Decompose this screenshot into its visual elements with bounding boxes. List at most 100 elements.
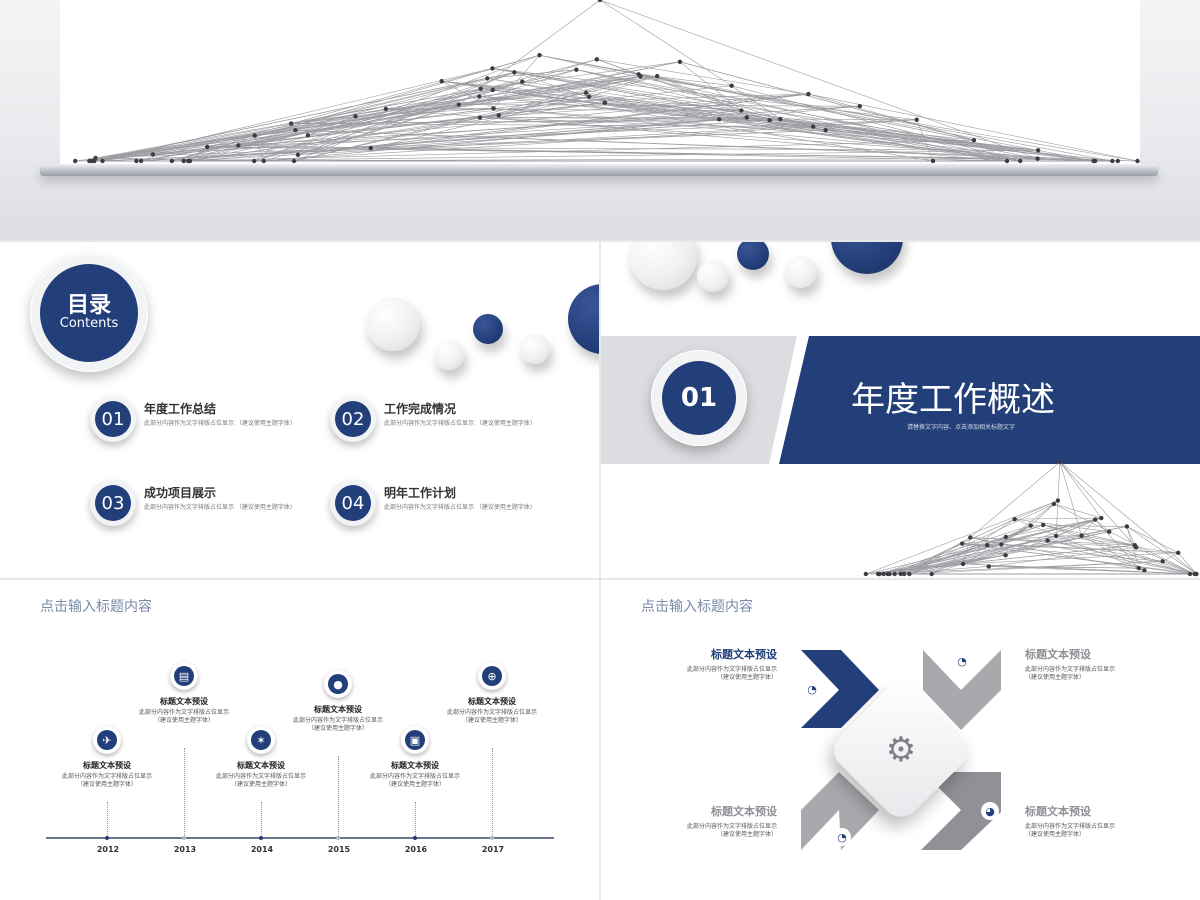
timeline-year: 2017 [481, 845, 505, 854]
hero-slide [0, 0, 1200, 240]
timeline-body: 此部分内容作为文字排版占位显示（建议使用主题字体） [447, 709, 538, 724]
timeline-year: 2013 [173, 845, 197, 854]
section-badge: 01 [651, 350, 747, 446]
toc-item-desc: 此部分内容作为文字排版占位显示 （建议使用主题字体） [384, 420, 536, 427]
toc-number: 03 [95, 485, 131, 521]
decor-ball-blue [568, 284, 599, 354]
section-banner [601, 336, 1200, 464]
timeline-connector [415, 802, 416, 836]
person-icon: ● [324, 670, 352, 698]
decor-ball [520, 334, 550, 364]
timeline-heading: 标题文本预设 [468, 697, 516, 706]
timeline-dot [105, 836, 109, 840]
timeline-dot [490, 836, 494, 840]
timeline-body: 此部分内容作为文字排版占位显示（建议使用主题字体） [370, 773, 461, 788]
timeline-body: 此部分内容作为文字排版占位显示（建议使用主题字体） [139, 709, 230, 724]
section-title: 年度工作概述 [851, 380, 1055, 420]
toc-item-3[interactable]: 03 成功项目展示 此部分内容作为文字排版占位显示 （建议使用主题字体） [90, 480, 330, 530]
slide-title: 点击输入标题内容 [40, 599, 152, 615]
text-block-top-left: 标题文本预设 此部分内容作为文字排版占位显示 （建议使用主题字体） [686, 648, 777, 681]
timeline-item: ▣ 标题文本预设 此部分内容作为文字排版占位显示（建议使用主题字体） [370, 726, 460, 789]
decor-ball [366, 297, 420, 351]
timeline-item: ● 标题文本预设 此部分内容作为文字排版占位显示（建议使用主题字体） [293, 670, 383, 733]
text-block-bottom-right: 标题文本预设 此部分内容作为文字排版占位显示 （建议使用主题字体） [1025, 805, 1116, 838]
airplane-icon: ✈ [93, 726, 121, 754]
decor-ball [697, 260, 729, 292]
timeline-heading: 标题文本预设 [391, 761, 439, 770]
toc-number-ring: 03 [90, 480, 136, 526]
toc-item-1[interactable]: 01 年度工作总结 此部分内容作为文字排版占位显示 （建议使用主题字体） [90, 396, 330, 446]
timeline-connector [492, 748, 493, 836]
timeline-dot [413, 836, 417, 840]
decor-ball [434, 340, 464, 370]
section-slide: 01 年度工作概述 请替换文字内容、点击添加相关标题文字 [601, 242, 1200, 578]
toc-item-title: 明年工作计划 [384, 486, 457, 500]
toc-item-4[interactable]: 04 明年工作计划 此部分内容作为文字排版占位显示 （建议使用主题字体） [330, 480, 570, 530]
timeline-item: ▤ 标题文本预设 此部分内容作为文字排版占位显示（建议使用主题字体） [139, 662, 229, 725]
toc-number-ring: 02 [330, 396, 376, 442]
timeline-item: ✈ 标题文本预设 此部分内容作为文字排版占位显示（建议使用主题字体） [62, 726, 152, 789]
toc-item-2[interactable]: 02 工作完成情况 此部分内容作为文字排版占位显示 （建议使用主题字体） [330, 396, 570, 446]
globe-icon: ⊕ [478, 662, 506, 690]
chevron-diagram [801, 650, 1001, 850]
pie-chart-icon: ◔ [803, 680, 821, 698]
network-graphic [863, 459, 1199, 577]
toc-number: 01 [95, 401, 131, 437]
timeline-item: ⊕ 标题文本预设 此部分内容作为文字排版占位显示（建议使用主题字体） [447, 662, 537, 725]
toc-badge: 目录 Contents [30, 254, 148, 372]
timeline-axis [46, 837, 554, 839]
section-number: 01 [662, 361, 736, 435]
timeline-connector [107, 802, 108, 836]
toc-slide: 目录 Contents 01 年度工作总结 此部分内容作为文字排版占位显示 （建… [0, 242, 599, 578]
decor-ball [785, 256, 817, 288]
toc-number: 04 [335, 485, 371, 521]
toc-item-title: 工作完成情况 [384, 402, 457, 416]
gear-icon: ⚙ [885, 730, 917, 770]
toc-subtitle: Contents [59, 315, 119, 331]
timeline-body: 此部分内容作为文字排版占位显示（建议使用主题字体） [62, 773, 153, 788]
diagram-slide: 点击输入标题内容 ⚙ ◔ ◔ ◔ ◕ 标题文本预设 此部分内容作为文字排版占位显… [601, 580, 1200, 900]
hero-screen [60, 0, 1140, 165]
timeline-heading: 标题文本预设 [237, 761, 285, 770]
timeline-year: 2014 [250, 845, 274, 854]
pie-chart-icon: ◔ [833, 828, 851, 846]
timeline-connector [338, 756, 339, 836]
timeline-slide: 点击输入标题内容 ✈ 标题文本预设 此部分内容作为文字排版占位显示（建议使用主题… [0, 580, 599, 900]
timeline-body: 此部分内容作为文字排版占位显示（建议使用主题字体） [293, 717, 384, 732]
toc-badge-core: 目录 Contents [40, 264, 138, 362]
toc-item-title: 成功项目展示 [144, 486, 217, 500]
decor-ball-blue [737, 242, 769, 270]
network-graphic [73, 0, 1140, 164]
section-subtitle: 请替换文字内容、点击添加相关标题文字 [907, 424, 1016, 431]
pie-chart-icon: ◕ [981, 802, 999, 820]
timeline-heading: 标题文本预设 [160, 697, 208, 706]
timeline-heading: 标题文本预设 [314, 705, 362, 714]
toc-number-ring: 01 [90, 396, 136, 442]
decor-ball-blue [831, 242, 903, 274]
timeline-dot [182, 836, 186, 840]
timeline-heading: 标题文本预设 [83, 761, 131, 770]
briefcase-icon: ▣ [401, 726, 429, 754]
screen-ledge [40, 164, 1158, 176]
toc-item-desc: 此部分内容作为文字排版占位显示 （建议使用主题字体） [144, 504, 296, 511]
text-block-top-right: 标题文本预设 此部分内容作为文字排版占位显示 （建议使用主题字体） [1025, 648, 1116, 681]
timeline-connector [184, 748, 185, 836]
document-icon: ▤ [170, 662, 198, 690]
decor-ball-blue [473, 314, 503, 344]
star-icon: ✶ [247, 726, 275, 754]
timeline-dot [336, 836, 340, 840]
toc-item-desc: 此部分内容作为文字排版占位显示 （建议使用主题字体） [144, 420, 296, 427]
timeline-item: ✶ 标题文本预设 此部分内容作为文字排版占位显示（建议使用主题字体） [216, 726, 306, 789]
text-block-bottom-left: 标题文本预设 此部分内容作为文字排版占位显示 （建议使用主题字体） [686, 805, 777, 838]
toc-item-title: 年度工作总结 [144, 402, 217, 416]
timeline-connector [261, 802, 262, 836]
toc-number-ring: 04 [330, 480, 376, 526]
timeline-body: 此部分内容作为文字排版占位显示（建议使用主题字体） [216, 773, 307, 788]
timeline-year: 2016 [404, 845, 428, 854]
toc-title: 目录 [66, 292, 111, 318]
slide-title: 点击输入标题内容 [641, 599, 753, 615]
pie-chart-icon: ◔ [953, 652, 971, 670]
toc-item-desc: 此部分内容作为文字排版占位显示 （建议使用主题字体） [384, 504, 536, 511]
timeline-year: 2015 [327, 845, 351, 854]
decor-ball [629, 242, 697, 290]
